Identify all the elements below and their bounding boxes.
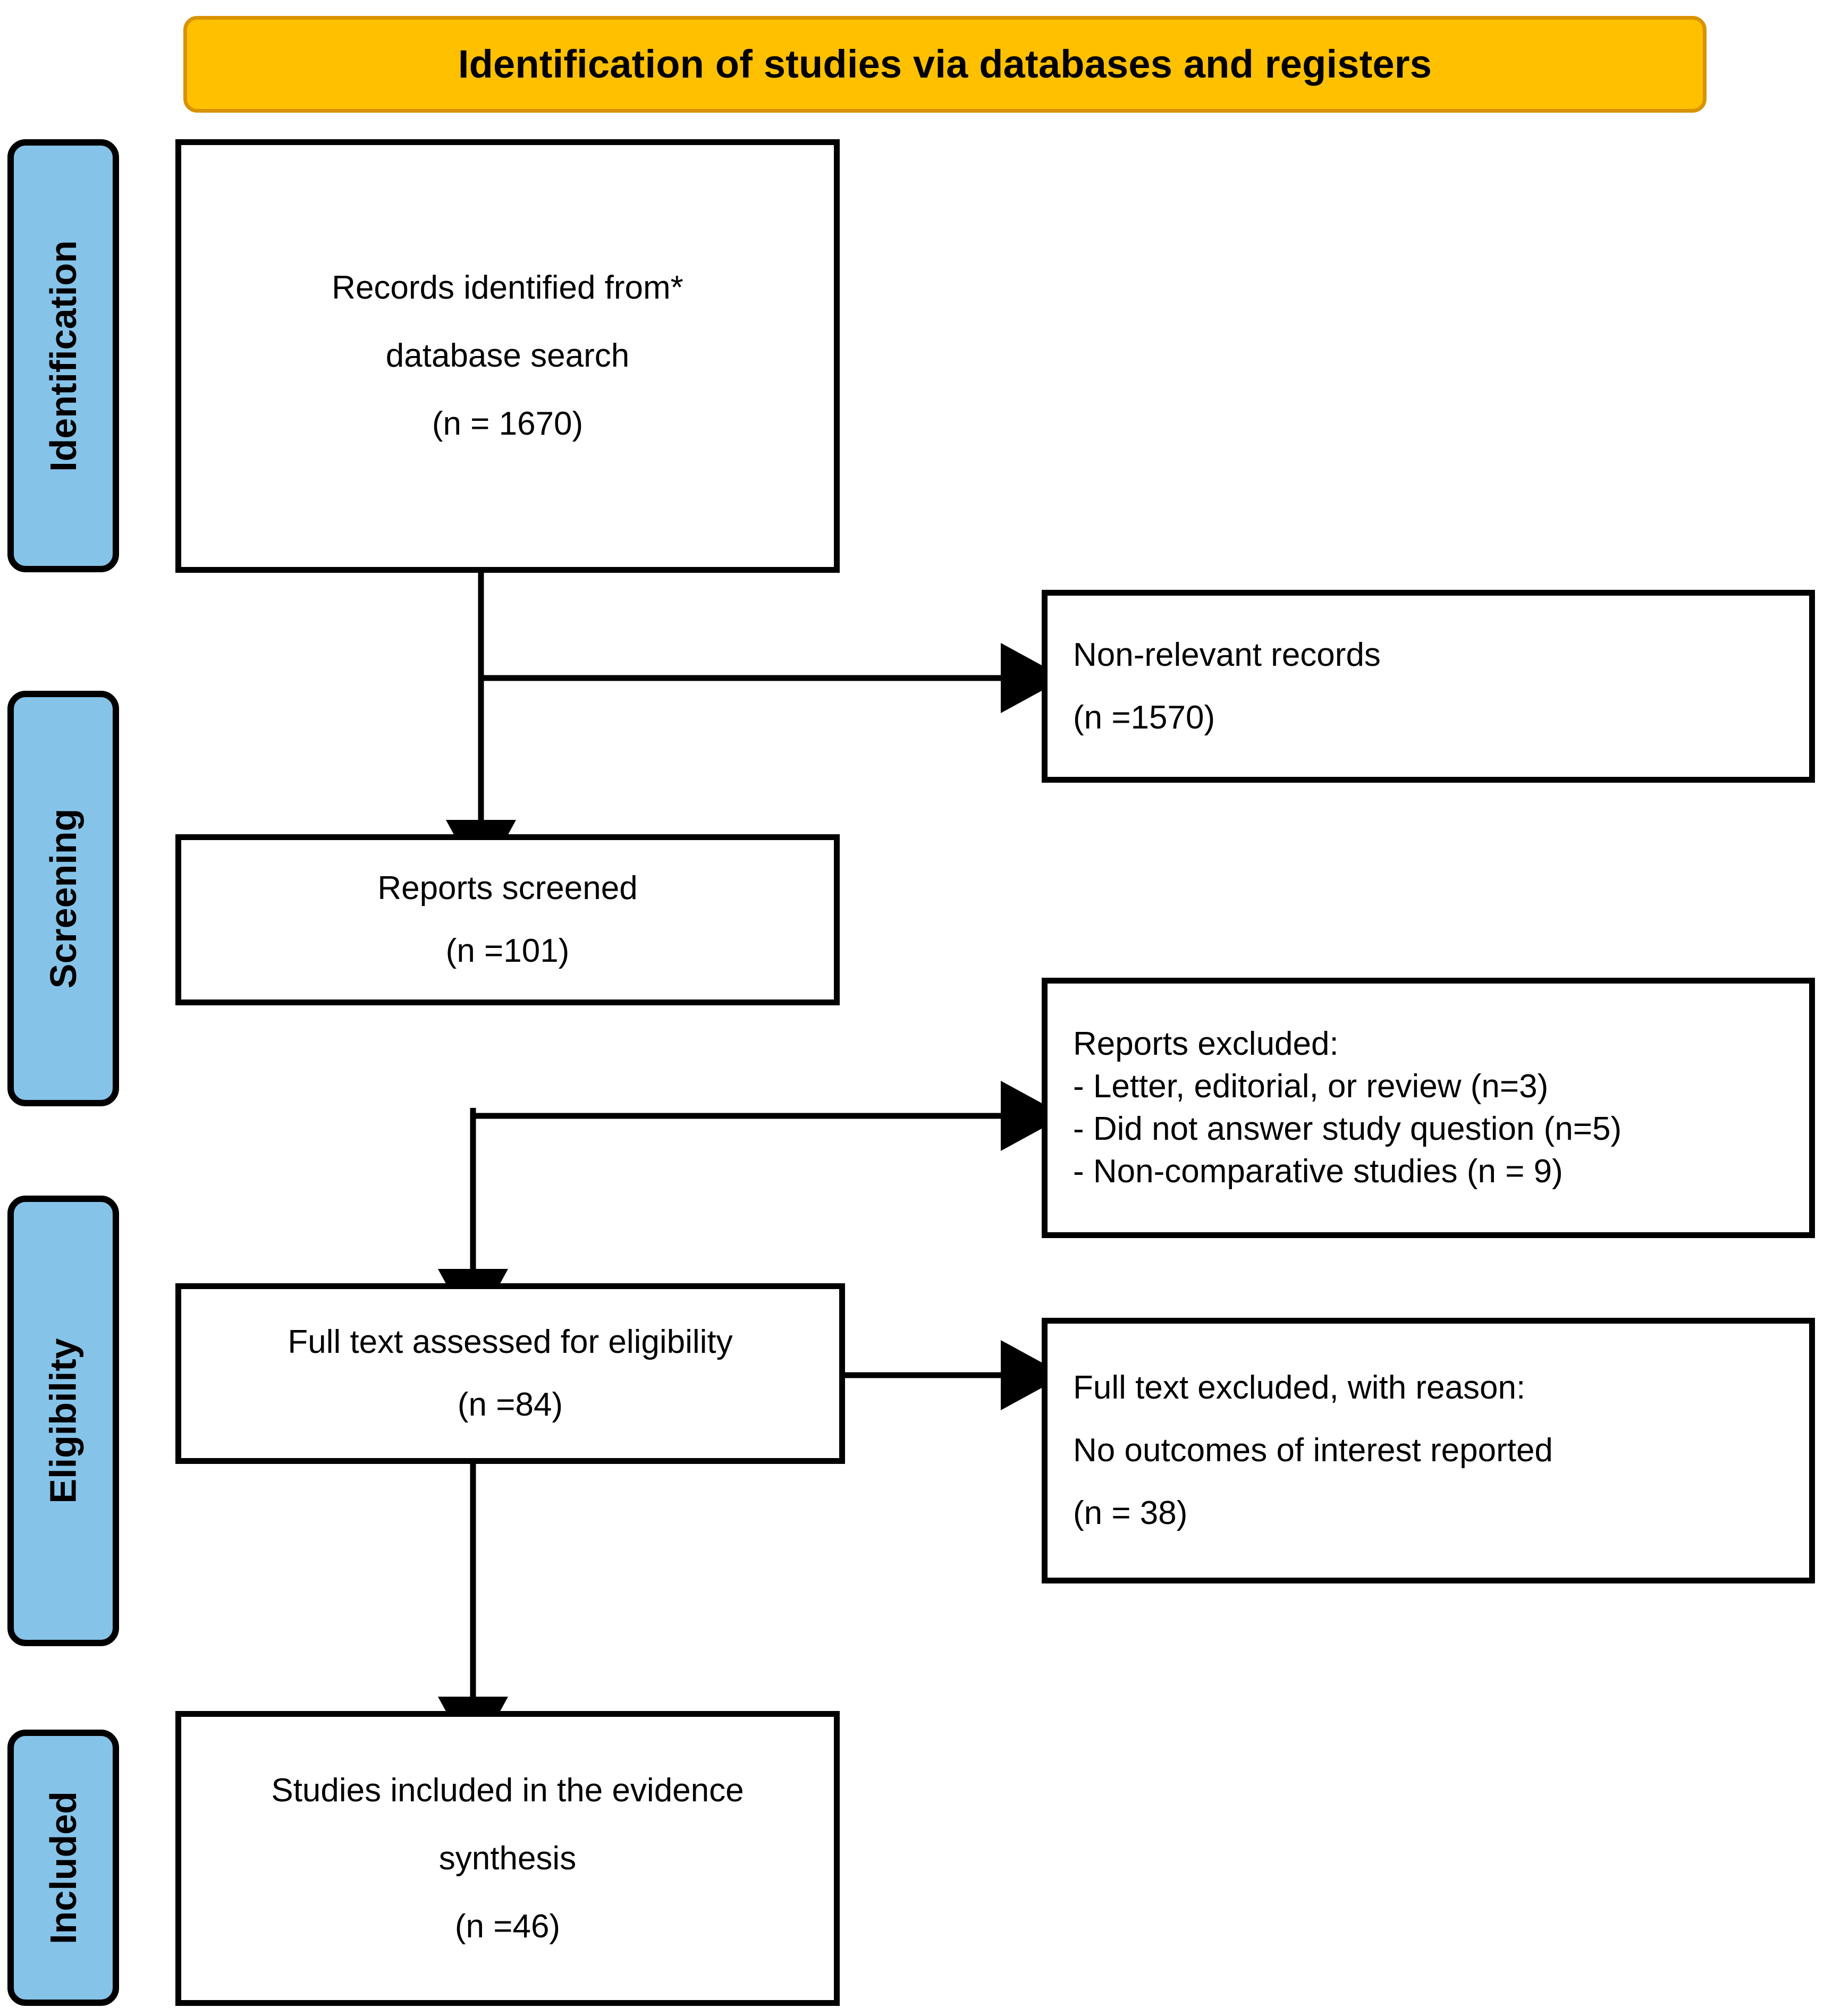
- stage-label-screening-text: Screening: [43, 808, 85, 989]
- box-full-text-excluded: Full text excluded, with reason: No outc…: [1042, 1318, 1815, 1583]
- reports-excluded-line-4: - Non-comparative studies (n = 9): [1073, 1153, 1563, 1190]
- box-full-text-assessed: Full text assessed for eligibility (n =8…: [175, 1283, 845, 1464]
- non-relevant-line-2: (n =1570): [1073, 699, 1215, 736]
- reports-excluded-line-1: Reports excluded:: [1073, 1026, 1339, 1062]
- reports-screened-line-2: (n =101): [445, 933, 570, 969]
- box-non-relevant-records: Non-relevant records (n =1570): [1042, 590, 1815, 783]
- box-records-identified: Records identified from* database search…: [175, 139, 840, 573]
- stage-label-eligibility: Eligibility: [7, 1196, 119, 1646]
- records-identified-line-1: Records identified from*: [332, 269, 683, 306]
- box-reports-screened: Reports screened (n =101): [175, 834, 840, 1005]
- full-text-excluded-line-1: Full text excluded, with reason:: [1073, 1369, 1526, 1406]
- stage-label-screening: Screening: [7, 691, 119, 1106]
- reports-screened-line-1: Reports screened: [377, 870, 638, 907]
- records-identified-line-3: (n = 1670): [432, 405, 584, 442]
- full-text-assessed-line-2: (n =84): [457, 1386, 563, 1423]
- box-studies-included: Studies included in the evidence synthes…: [175, 1711, 840, 2006]
- full-text-excluded-line-3: (n = 38): [1073, 1495, 1188, 1531]
- non-relevant-line-1: Non-relevant records: [1073, 636, 1381, 673]
- records-identified-line-2: database search: [385, 337, 630, 374]
- stage-label-included-text: Included: [43, 1791, 85, 1944]
- box-reports-excluded: Reports excluded: - Letter, editorial, o…: [1042, 978, 1815, 1238]
- studies-included-line-2: synthesis: [438, 1840, 577, 1877]
- stage-label-eligibility-text: Eligibility: [43, 1338, 85, 1504]
- studies-included-line-1: Studies included in the evidence: [271, 1772, 744, 1809]
- diagram-header-banner: Identification of studies via databases …: [183, 16, 1707, 113]
- reports-excluded-line-2: - Letter, editorial, or review (n=3): [1073, 1068, 1549, 1105]
- diagram-title: Identification of studies via databases …: [458, 42, 1432, 87]
- stage-label-identification-text: Identification: [43, 240, 84, 472]
- stage-label-included: Included: [7, 1730, 119, 2006]
- stage-label-identification: Identification: [7, 139, 119, 572]
- full-text-assessed-line-1: Full text assessed for eligibility: [288, 1324, 733, 1360]
- studies-included-line-3: (n =46): [454, 1908, 561, 1945]
- full-text-excluded-line-2: No outcomes of interest reported: [1073, 1432, 1553, 1469]
- reports-excluded-line-3: - Did not answer study question (n=5): [1073, 1111, 1622, 1147]
